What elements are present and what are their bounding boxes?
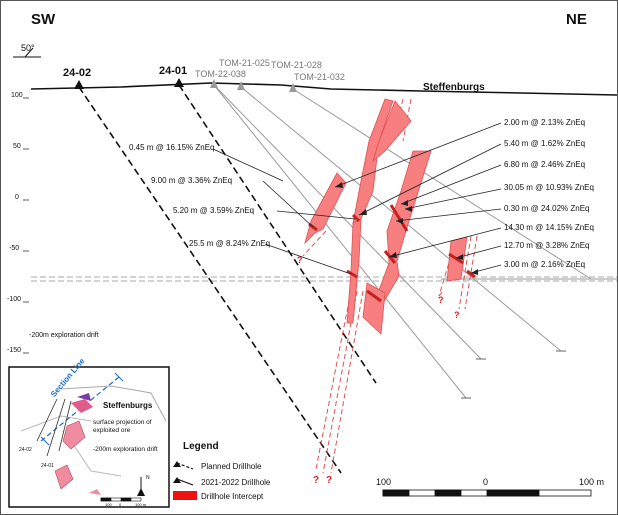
leaders-left — [212, 148, 356, 275]
hole-label-tom-22-038: TOM-22-038 — [195, 69, 246, 79]
elevation-minus-50: -50 — [9, 245, 20, 252]
inset-north-label: N — [146, 475, 150, 481]
sw-direction: SW — [31, 11, 56, 28]
collar-24-01 — [174, 78, 184, 87]
main-scale-bar — [382, 489, 592, 497]
legend-planned: Planned Drillhole — [201, 462, 262, 471]
intercept-label-right: 5.40 m @ 1.62% ZnEq — [504, 139, 586, 148]
legend-symbols — [173, 461, 197, 500]
ne-direction: NE — [566, 11, 587, 28]
uncertain-marker: ? — [454, 310, 460, 320]
intercept-mark — [389, 204, 409, 232]
uncertain-marker: ? — [313, 475, 320, 486]
inset-surface-projection: surface projection of exploited ore — [93, 419, 152, 434]
elevation-0: 0 — [15, 194, 19, 201]
hole-label-tom-21-032: TOM-21-032 — [294, 72, 345, 82]
intercept-label-right: 30.05 m @ 10.93% ZnEq — [504, 183, 594, 192]
hole-label-tom-21-025: TOM-21-025 — [219, 58, 270, 68]
leaders-right — [334, 122, 502, 274]
intercept-label-left: 5.20 m @ 3.59% ZnEq — [173, 206, 255, 215]
inset-title: Steffenburgs — [103, 401, 153, 410]
scale-label-0: 0 — [483, 477, 489, 487]
collar-tom-21-025 — [237, 81, 245, 90]
dip-label: 50° — [21, 43, 35, 53]
completed-collars — [210, 79, 297, 92]
collar-tom-21-028 — [289, 83, 297, 92]
elevation-100: 100 — [11, 92, 23, 99]
inset-scale-label: 100 — [105, 502, 112, 507]
collar-tom-22-038 — [210, 79, 218, 88]
projected-ore-lines — [302, 98, 478, 474]
scale-label-100m: 100 m — [579, 477, 605, 487]
uncertain-marker: ? — [297, 255, 303, 265]
intercept-mark — [466, 269, 476, 279]
intercept-label-left: 9.00 m @ 3.36% ZnEq — [151, 176, 233, 185]
intercept-label-right: 6.80 m @ 2.46% ZnEq — [504, 160, 586, 169]
scale-label-100: 100 — [376, 477, 392, 487]
intercept-label-left: 25.5 m @ 8.24% ZnEq — [189, 239, 271, 248]
drift-label: -200m exploration drift — [29, 332, 99, 339]
intercept-label-right: 14.30 m @ 14.15% ZnEq — [504, 223, 594, 232]
elevation-minus-150: -150 — [7, 347, 22, 354]
elevation-minus-100: -100 — [7, 296, 22, 303]
legend-completed: 2021-2022 Drillhole — [201, 478, 271, 487]
intercept-mark — [448, 252, 464, 265]
intercept-label-right: 0.30 m @ 24.02% ZnEq — [504, 204, 590, 213]
hole-label-tom-21-028: TOM-21-028 — [271, 60, 322, 70]
intercept-mark — [346, 269, 358, 279]
uncertain-marker: ? — [326, 475, 333, 486]
leader-arrowheads — [335, 182, 478, 275]
hole-label-24-02: 24-02 — [63, 67, 92, 79]
intercept-label-right: 3.00 m @ 2.16% ZnEq — [504, 260, 586, 269]
intercept-label-left: 0.45 m @ 16.15% ZnEq — [129, 143, 215, 152]
elevation-axis — [23, 97, 29, 354]
planned-collars — [74, 78, 184, 89]
inset-map — [8, 366, 170, 508]
intercept-mark — [351, 213, 361, 223]
elevation-50: 50 — [13, 143, 21, 150]
location-label: Steffenburgs — [423, 82, 485, 93]
inset-scale-label: 0 — [119, 502, 122, 507]
inset-drift: -200m exploration drift — [93, 446, 158, 453]
hole-label-24-01: 24-01 — [159, 65, 188, 77]
inset-scale-label: 100 m — [135, 502, 147, 507]
inset-hole-label: 24-02 — [19, 447, 32, 453]
intercept-label-right: 2.00 m @ 2.13% ZnEq — [504, 118, 586, 127]
topography-line — [30, 82, 617, 96]
intercept-mark — [366, 289, 382, 303]
inset-hole-label: 24-01 — [41, 463, 54, 469]
uncertain-marker: ? — [438, 295, 444, 305]
collar-24-02 — [74, 80, 84, 89]
legend-title: Legend — [183, 441, 219, 452]
legend-intercept: Drillhole Intercept — [201, 492, 264, 501]
hole-end-ticks — [461, 350, 566, 399]
intercept-label-right: 12.70 m @ 3.28% ZnEq — [504, 241, 590, 250]
